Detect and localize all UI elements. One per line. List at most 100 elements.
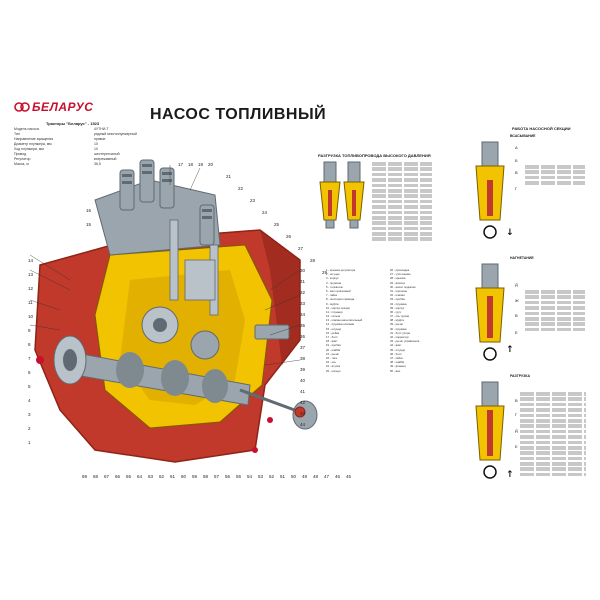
legend-item: 13 - клапан нагнетательный (326, 318, 363, 323)
legend-item: 22 - тяга (326, 355, 337, 360)
callout-number: 51 (280, 474, 286, 479)
callout-number: 47 (324, 474, 330, 479)
legend-item: 31 - поршень (390, 288, 408, 293)
callout-number: 40 (300, 378, 306, 383)
legend-item: 21 - рычаг (326, 351, 340, 356)
section-letter: Д (515, 282, 518, 287)
spec-value: правое (94, 137, 106, 141)
legend-item: 23 - ось (326, 360, 337, 365)
callout-number: 25 (274, 222, 280, 227)
section-injection-illustration (475, 263, 505, 361)
section-letter: В (515, 313, 518, 318)
callout-number: 16 (86, 208, 92, 213)
section-letter: Б (515, 158, 518, 163)
callout-number: 23 (250, 198, 256, 203)
legend-item: 37 - ось грузов (390, 314, 410, 319)
caption-intake: ВСАСЫВАНИЕ (510, 134, 536, 138)
callout-number: 27 (298, 246, 304, 251)
callout-number: 63 (148, 474, 154, 479)
callout-number: 19 (198, 162, 204, 167)
legend-item: 5 - толкатель (326, 284, 343, 289)
callout-number: 29 (322, 270, 328, 275)
legend-item: 47 - гайка (390, 355, 403, 360)
legend-item: 35 - корпус (390, 305, 405, 310)
callout-number: 36 (300, 334, 306, 339)
legend-item: 43 - рычаг управления (390, 339, 420, 344)
legend-item: 15 - штуцер (326, 326, 342, 331)
callout-number: 35 (300, 323, 306, 328)
spec-value: 10 (94, 147, 98, 151)
legend-item: 12 - гильза (326, 314, 341, 319)
legend-item: 8 - шестерня привода (326, 297, 355, 302)
callout-number: 7 (28, 356, 31, 361)
spec-key: Ход плунжера, мм (14, 147, 44, 151)
section-letter: А (515, 145, 518, 150)
callout-number: 46 (335, 474, 341, 479)
spec-key: Модель насоса (14, 127, 39, 131)
callout-number: 68 (93, 474, 99, 479)
callout-number: 67 (104, 474, 110, 479)
callout-number: 21 (226, 174, 232, 179)
callout-number: 10 (28, 314, 34, 319)
legend-item: 33 - пробка (390, 297, 405, 302)
injector-description (372, 162, 432, 243)
callout-number: 14 (28, 258, 34, 263)
spec-row: Модель насоса 4УТНИ-Т (14, 127, 174, 132)
legend-item: 40 - пружина (390, 326, 407, 331)
caption-cutoff: РАЗГРУЗКА (510, 374, 531, 378)
callout-number: 41 (300, 389, 306, 394)
callout-number: 32 (300, 290, 306, 295)
callout-number: 33 (300, 301, 306, 306)
legend-item: 1 - крышка регулятора (326, 268, 356, 272)
section-letter: Г (515, 412, 518, 417)
callout-number: 38 (300, 356, 306, 361)
callout-number: 1 (28, 440, 31, 445)
section-letter: Г (515, 186, 518, 191)
spec-key: Тип (14, 132, 20, 136)
section-letter: Е (515, 330, 518, 335)
callout-number: 62 (159, 474, 165, 479)
page-title: НАСОС ТОПЛИВНЫЙ (150, 106, 327, 123)
spec-key: Направление вращения (14, 137, 54, 141)
legend-item: 38 - муфта (390, 318, 404, 323)
legend-item: 32 - клапан (390, 293, 405, 298)
spec-key: Привод (14, 152, 27, 156)
legend-item: 11 - плунжер (326, 309, 343, 314)
callout-number: 64 (137, 474, 143, 479)
callout-number: 58 (203, 474, 209, 479)
callout-number: 2 (28, 426, 31, 431)
callout-number: 50 (291, 474, 297, 479)
legend-item: 42 - корректор (390, 335, 409, 339)
spec-value: 10 (94, 142, 98, 146)
caption-injectors: РАЗГРУЗКА ТОПЛИВОПРОВОДА ВЫСОКОГО ДАВЛЕН… (318, 153, 431, 158)
callout-number: 20 (208, 162, 214, 167)
spec-value: 4УТНИ-Т (94, 127, 109, 131)
callout-number: 22 (238, 186, 244, 191)
callout-number: 48 (313, 474, 319, 479)
callout-number: 15 (86, 222, 92, 227)
legend-item: 29 - фильтр (390, 280, 406, 285)
section-intake-illustration (475, 141, 505, 239)
callout-number: 59 (192, 474, 198, 479)
legend-item: 6 - вал кулачковый (326, 288, 351, 293)
spec-value: всережимный (94, 157, 117, 161)
section-letter: Ж (515, 298, 519, 303)
spec-value: 36,5 (94, 162, 101, 166)
legend-item: 7 - гайка (326, 293, 337, 298)
callout-number: 42 (300, 400, 306, 405)
callout-number: 6 (28, 370, 31, 375)
spec-key: Диаметр плунжера, мм (14, 142, 52, 146)
spec-key: Масса, кг (14, 162, 30, 166)
callout-number: 54 (247, 474, 253, 479)
pump-cutaway-illustration (29, 159, 318, 463)
section-letter: Е (515, 444, 518, 449)
legend-item: 46 - болт (390, 351, 402, 356)
legend-item: 39 - рычаг (390, 322, 404, 327)
section-letter: Д (515, 428, 518, 433)
legend-item: 36 - груз (390, 309, 401, 314)
legend-item: 45 - штуцер (390, 347, 406, 352)
